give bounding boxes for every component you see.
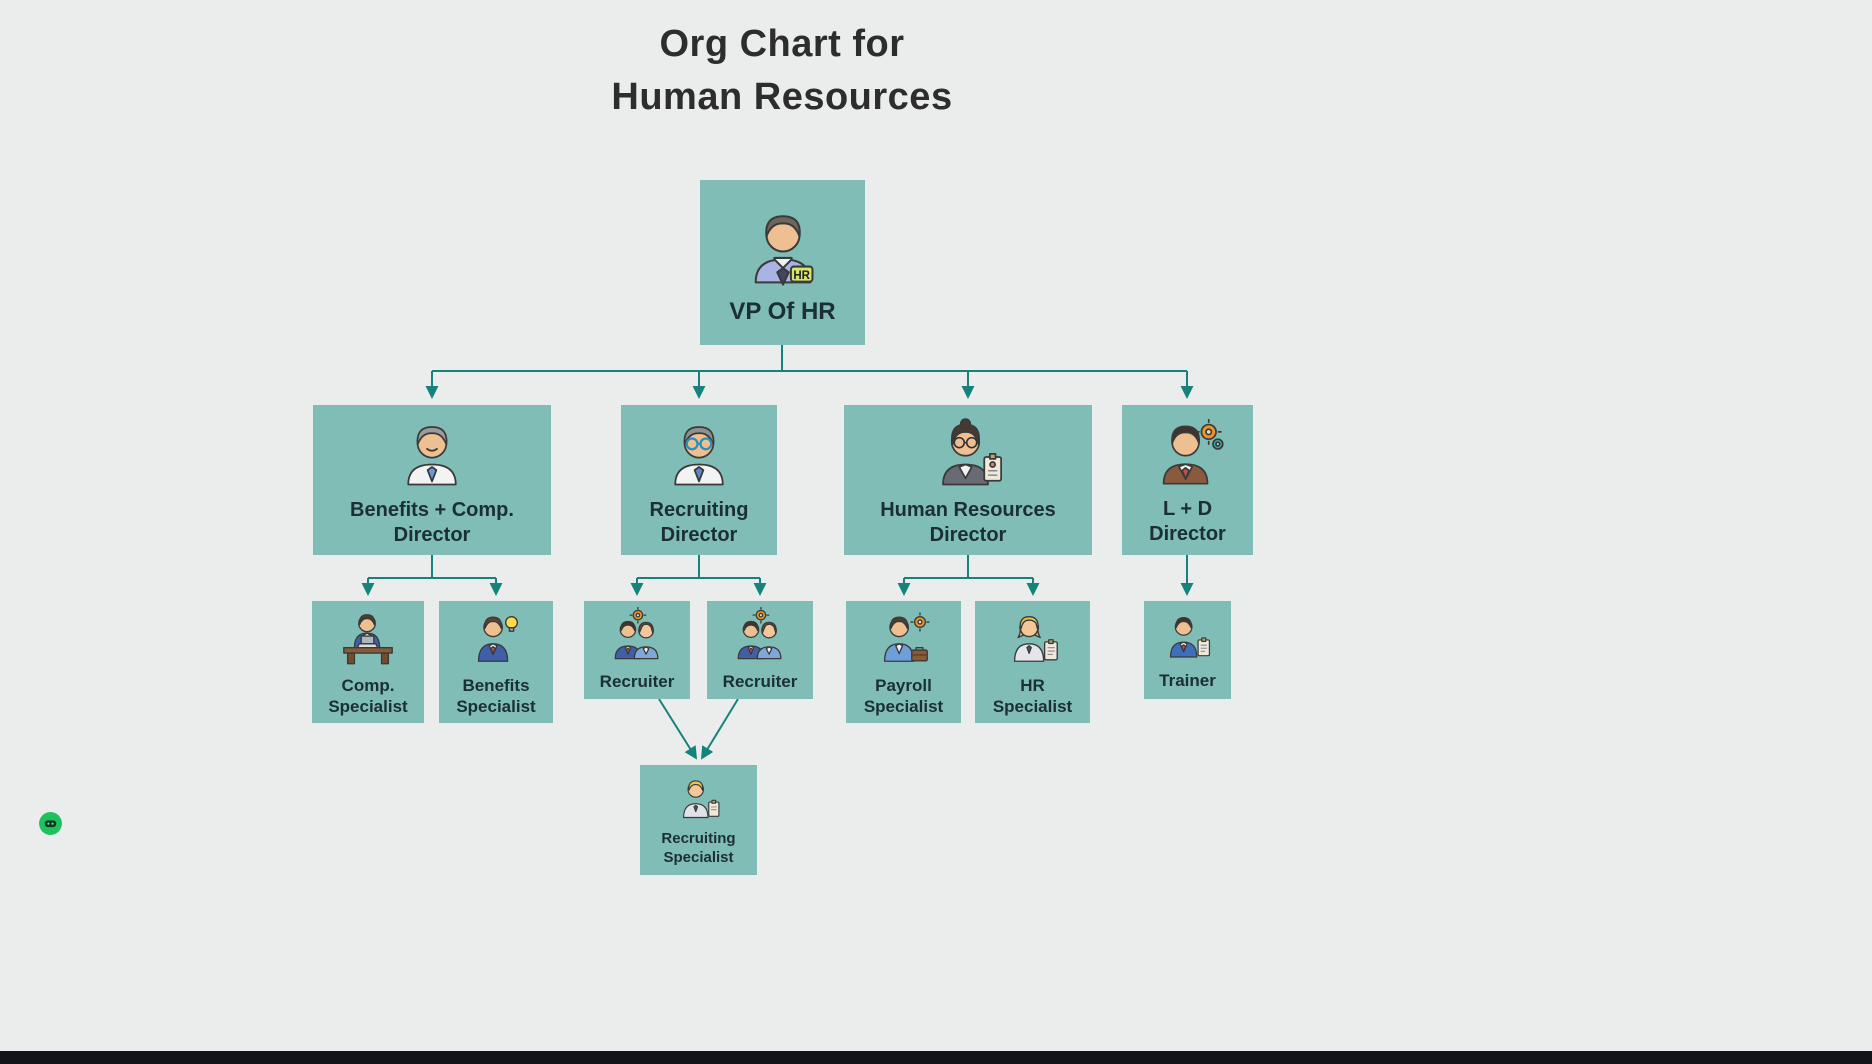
benefits-specialist-person-icon — [465, 607, 527, 669]
org-node-trainer[interactable]: Trainer — [1144, 601, 1231, 699]
org-node-payroll-specialist[interactable]: Payroll Specialist — [846, 601, 961, 723]
hr-director-person-icon — [928, 412, 1008, 492]
vp-person-icon: HR — [737, 199, 829, 291]
label-line: Recruiting — [649, 499, 749, 521]
org-node-recruiting-specialist[interactable]: Recruiting Specialist — [640, 765, 757, 875]
label-line: Director — [660, 524, 738, 546]
label-line: HR — [1020, 675, 1045, 695]
title-line-1: Org Chart for — [659, 23, 905, 65]
recruiter-pair-icon — [608, 607, 666, 665]
org-node-label: Recruiter — [722, 672, 798, 692]
org-node-human-resources-director[interactable]: Human Resources Director — [844, 405, 1092, 555]
robot-bubble-icon — [39, 812, 62, 835]
org-node-label: Payroll Specialist — [864, 675, 943, 718]
org-node-label: HR Specialist — [993, 675, 1072, 718]
page-title: Org Chart for Human Resources — [382, 18, 1182, 124]
label-line: Specialist — [456, 697, 536, 716]
org-node-label: Trainer — [1159, 671, 1216, 691]
org-node-hr-specialist[interactable]: HR Specialist — [975, 601, 1090, 723]
org-node-label: VP Of HR — [729, 297, 836, 325]
ld-director-person-icon — [1149, 413, 1227, 491]
label-line: Specialist — [663, 849, 734, 866]
org-node-label: Benefits + Comp. Director — [350, 498, 514, 548]
hr-specialist-person-icon — [1002, 607, 1064, 669]
org-node-l-d-director[interactable]: L + D Director — [1122, 405, 1253, 555]
org-node-recruiting-director[interactable]: Recruiting Director — [621, 405, 777, 555]
org-node-comp-specialist[interactable]: Comp. Specialist — [312, 601, 424, 723]
label-line: L + D — [1162, 498, 1213, 520]
recruiter-pair-icon — [731, 607, 789, 665]
org-node-benefits-comp-director[interactable]: Benefits + Comp. Director — [313, 405, 551, 555]
org-node-benefits-specialist[interactable]: Benefits Specialist — [439, 601, 553, 723]
org-node-label: L + D Director — [1149, 497, 1226, 547]
title-line-2: Human Resources — [611, 76, 953, 119]
org-node-label: Comp. Specialist — [328, 675, 407, 718]
org-node-label: Benefits Specialist — [456, 675, 535, 718]
label-line: Comp. — [341, 675, 395, 695]
recruiting-specialist-person-icon — [673, 772, 725, 824]
org-node-label: Recruiting Director — [650, 498, 749, 548]
benefits-comp-director-person-icon — [392, 412, 472, 492]
label-line: Director — [929, 524, 1007, 546]
label-line: Director — [1149, 523, 1226, 545]
label-line: Director — [393, 524, 471, 546]
label-line: Specialist — [992, 697, 1073, 716]
label-line: Human Resources — [880, 499, 1056, 521]
recruiting-director-person-icon — [659, 412, 739, 492]
org-node-label: Recruiter — [599, 672, 675, 692]
org-node-recruiter-2[interactable]: Recruiter — [707, 601, 813, 699]
vp-hr-badge-text: HR — [793, 269, 810, 281]
org-node-label: Recruiting Specialist — [661, 830, 735, 868]
comp-specialist-person-icon — [337, 607, 399, 669]
label-line: Benefits — [462, 675, 530, 695]
org-node-vp-of-hr[interactable]: HR VP Of HR — [700, 180, 865, 345]
org-node-label: Human Resources Director — [880, 498, 1056, 548]
label-line: Specialist — [863, 697, 944, 716]
trainer-person-icon — [1160, 608, 1216, 664]
brand-chat-bubble[interactable] — [38, 811, 63, 836]
label-line: Recruiting — [661, 830, 736, 848]
org-node-recruiter-1[interactable]: Recruiter — [584, 601, 690, 699]
label-line: Payroll — [875, 675, 932, 695]
label-line: Benefits + Comp. — [350, 499, 514, 521]
payroll-specialist-person-icon — [873, 607, 935, 669]
label-line: Specialist — [328, 697, 408, 716]
bottom-taskbar — [0, 1051, 1872, 1064]
